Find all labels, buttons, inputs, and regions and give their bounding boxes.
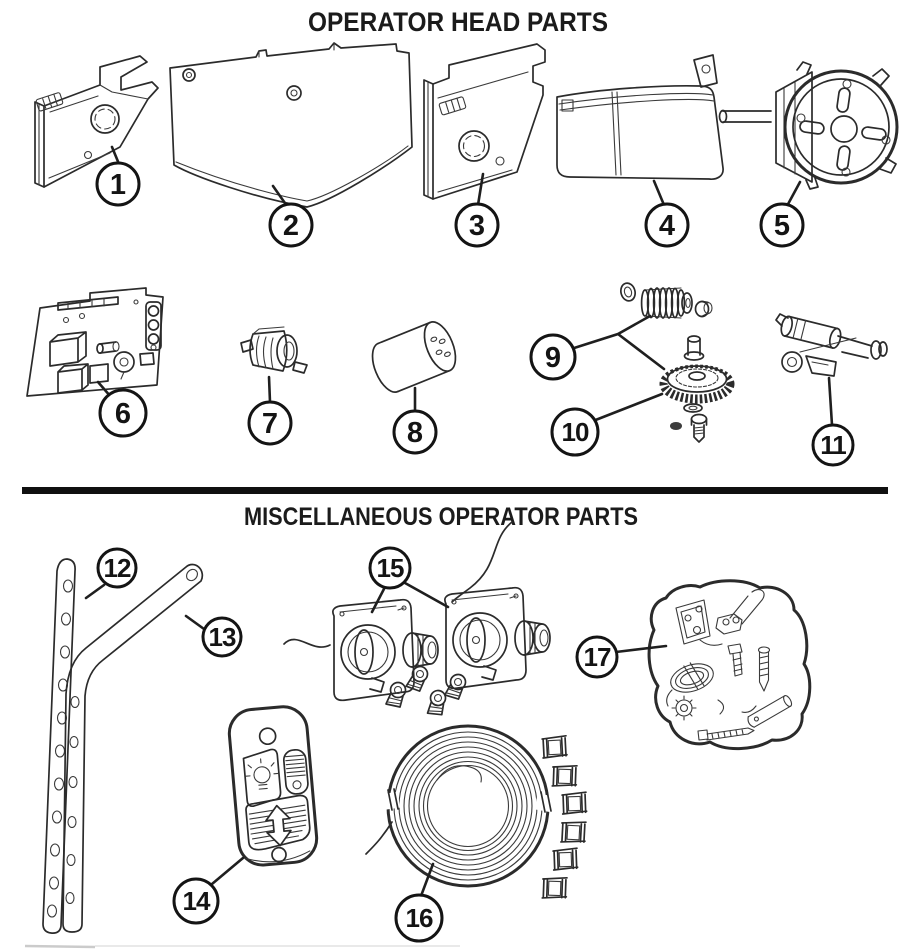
part-16-wire-coil-drawing bbox=[365, 724, 588, 900]
callout-5-number: 5 bbox=[774, 210, 790, 242]
callout-1: 1 bbox=[95, 145, 141, 207]
part-9-worm-gear-kit-drawing bbox=[619, 282, 713, 319]
callout-3-number: 3 bbox=[469, 210, 485, 242]
callout-6: 6 bbox=[96, 380, 148, 438]
callout-1-number: 1 bbox=[110, 169, 126, 201]
part-12-straight-strap-drawing bbox=[42, 558, 76, 934]
part-2-cover-drawing bbox=[169, 42, 413, 208]
callout-11: 11 bbox=[811, 376, 855, 467]
callout-17-number: 17 bbox=[584, 642, 611, 672]
callout-12-number: 12 bbox=[104, 553, 131, 583]
part-4-lens-cover-drawing bbox=[556, 54, 724, 180]
callout-17: 17 bbox=[575, 635, 668, 679]
part-17-hardware-bag-drawing bbox=[647, 579, 812, 751]
section-2-title: MISCELLANEOUS OPERATOR PARTS bbox=[244, 503, 638, 531]
wire-clip bbox=[404, 664, 430, 693]
callout-2-number: 2 bbox=[283, 210, 299, 242]
callout-9-number: 9 bbox=[545, 342, 561, 374]
section-1-title: OPERATOR HEAD PARTS bbox=[308, 7, 608, 37]
part-13-curved-strap-drawing bbox=[62, 563, 204, 933]
section-divider bbox=[22, 487, 888, 494]
staple bbox=[541, 876, 568, 900]
callout-10: 10 bbox=[550, 392, 664, 457]
callout-14: 14 bbox=[172, 856, 245, 925]
callout-7-number: 7 bbox=[262, 408, 278, 440]
callout-16: 16 bbox=[394, 862, 444, 943]
safety-sensor-right bbox=[444, 586, 551, 690]
callout-16-number: 16 bbox=[406, 903, 433, 933]
part-7-rpm-sensor-drawing bbox=[240, 326, 308, 374]
callout-8: 8 bbox=[392, 386, 438, 455]
wire-clip bbox=[424, 688, 449, 718]
callout-10-number: 10 bbox=[562, 417, 589, 447]
callout-6-number: 6 bbox=[115, 398, 131, 430]
part-6-logic-board-drawing bbox=[26, 287, 164, 397]
staple bbox=[541, 734, 568, 759]
part-1-end-panel-left-drawing bbox=[34, 55, 159, 188]
callout-12: 12 bbox=[84, 547, 138, 600]
part-8-capacitor-drawing bbox=[371, 321, 457, 393]
part-14-wall-console-drawing bbox=[227, 705, 319, 867]
callout-5: 5 bbox=[759, 180, 805, 248]
scan-artifact bbox=[24, 944, 460, 949]
staple bbox=[561, 791, 588, 815]
callout-13-number: 13 bbox=[209, 622, 236, 652]
part-5-motor-drawing bbox=[718, 61, 899, 190]
callout-8-number: 8 bbox=[407, 417, 423, 449]
part-15-safety-sensors-drawing bbox=[283, 521, 551, 718]
part-10-drive-gear-drawing bbox=[659, 335, 735, 443]
callout-9: 9 bbox=[529, 314, 666, 381]
staple bbox=[551, 764, 578, 788]
callout-3: 3 bbox=[454, 172, 500, 248]
callout-4: 4 bbox=[644, 179, 690, 248]
callout-13: 13 bbox=[184, 614, 243, 658]
callout-15: 15 bbox=[368, 546, 450, 614]
part-11-limit-assembly-drawing bbox=[775, 313, 888, 377]
callout-15-number: 15 bbox=[377, 553, 404, 583]
callout-14-number: 14 bbox=[183, 886, 211, 916]
callout-4-number: 4 bbox=[659, 210, 675, 242]
part-3-end-panel-right-drawing bbox=[423, 43, 546, 200]
callout-7: 7 bbox=[247, 375, 293, 446]
staple bbox=[552, 847, 579, 871]
callout-2: 2 bbox=[268, 184, 314, 248]
callout-11-number: 11 bbox=[820, 430, 846, 460]
staple bbox=[560, 820, 587, 845]
